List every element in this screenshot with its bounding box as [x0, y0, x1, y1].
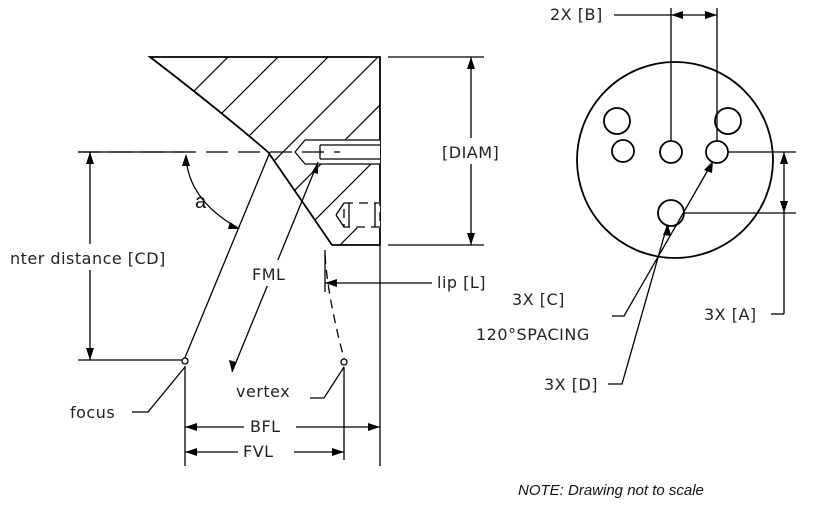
hole-c-label: 3X [C] — [512, 290, 565, 309]
hole-right — [705, 140, 729, 164]
scale-note: NOTE: Drawing not to scale — [518, 482, 704, 499]
hole-upper-left — [603, 107, 631, 135]
hole-left — [611, 139, 635, 163]
hole-center — [659, 140, 683, 164]
spacing-label: 120°SPACING — [476, 325, 590, 344]
hole-d-label: 3X [D] — [544, 375, 598, 394]
fml-arrow-1 — [229, 360, 236, 372]
fvl-label: FVL — [243, 442, 274, 461]
parabola-continuation — [324, 254, 346, 363]
mirror-section-outline — [147, 56, 381, 246]
hole-bottom — [657, 199, 685, 227]
focus-point — [181, 357, 189, 365]
vertex-leader — [310, 366, 345, 399]
angle-arrow-2 — [228, 222, 240, 229]
c-leader — [612, 162, 713, 317]
focus-leader — [132, 366, 186, 413]
end-view: 2X [B] 3X [C] 120°SPACING 3X [A] 3X [D] — [476, 5, 796, 394]
angle-arrow-1 — [182, 154, 190, 166]
fml-label: FML — [252, 265, 285, 284]
lip-label: lip [L] — [437, 273, 486, 292]
focal-ray — [183, 151, 271, 361]
mirror-face-circle — [576, 61, 774, 259]
angle-label: a — [195, 191, 207, 213]
hole-spacing-b-label: 2X [B] — [550, 5, 603, 24]
angle-arc — [185, 155, 239, 229]
vertex-label: vertex — [236, 382, 290, 401]
vertex-point — [340, 358, 348, 366]
side-view: [DIAM] a nter distance [CD] FML lip [L] … — [8, 56, 508, 466]
tapped-hole-lower — [334, 202, 381, 228]
fml-arrow-2 — [312, 162, 318, 174]
hole-a-label: 3X [A] — [704, 305, 757, 324]
diam-label: [DIAM] — [442, 143, 499, 162]
bfl-label: BFL — [250, 417, 281, 436]
focus-label: focus — [70, 403, 115, 422]
hole-upper-right — [714, 107, 742, 135]
d-leader — [608, 225, 668, 385]
center-distance-label: nter distance [CD] — [10, 249, 166, 268]
